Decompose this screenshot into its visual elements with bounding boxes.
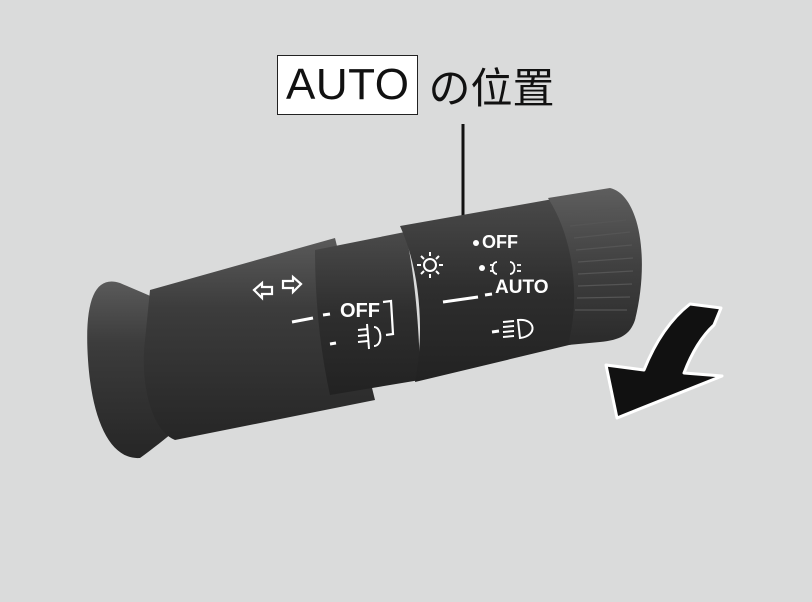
light-sun-icon [417,252,443,278]
inner-off-label: OFF [340,300,380,322]
position-mark [442,295,479,304]
lever[interactable]: OFF OFF [87,188,642,459]
fog-light-icon [357,323,382,350]
lever-end-cap [548,188,642,345]
turn-signal-arrows-icon [252,274,303,301]
auto-label-box: AUTO [277,55,419,115]
parking-light-icon [490,261,521,275]
headlight-tick [491,329,500,334]
auto-tick [484,292,493,297]
off-dot [473,240,479,246]
rotation-direction-arrow-icon [604,302,724,420]
outer-auto-label: AUTO [495,277,548,298]
parking-dot [479,265,485,271]
inner-ring-ticks [291,312,337,346]
inner-ring[interactable] [315,232,420,395]
inner-bracket [382,299,395,337]
outer-ring[interactable] [400,196,591,382]
caption: AUTO の位置 [277,54,554,116]
cap-ribs [564,207,634,311]
headlight-icon [502,318,534,340]
outer-off-label: OFF [482,232,518,252]
position-text: の位置 [428,63,555,113]
